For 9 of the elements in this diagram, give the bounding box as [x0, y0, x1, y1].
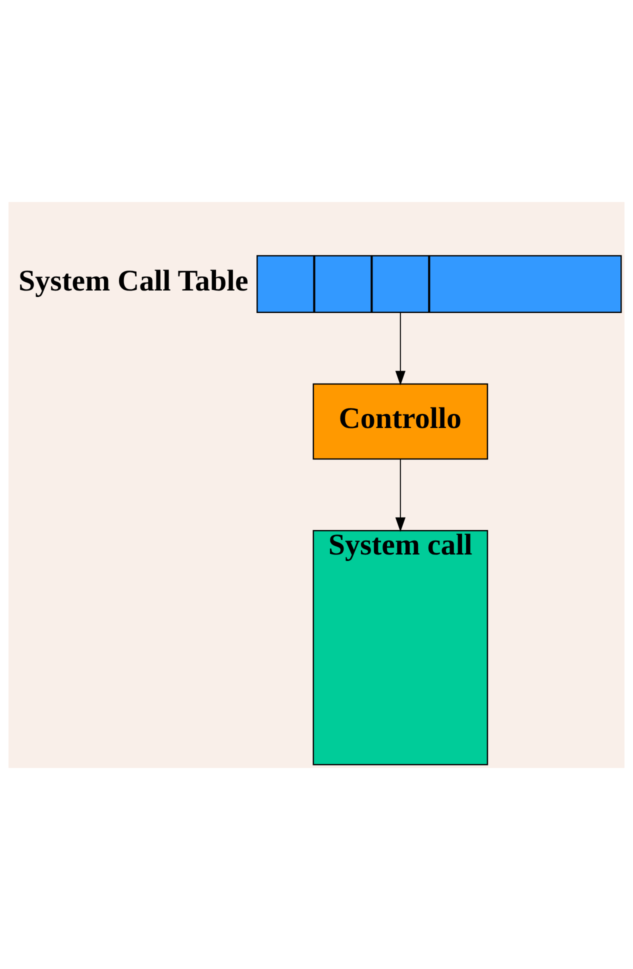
- node-box: [256, 254, 314, 312]
- node-box: Controllo: [312, 382, 488, 460]
- node-box: [314, 254, 372, 312]
- node-box: System call: [312, 529, 488, 765]
- arrow: [395, 458, 406, 532]
- label: System Call Table: [18, 264, 248, 298]
- node-box: [371, 254, 430, 312]
- arrow: [395, 312, 406, 385]
- node-box: [428, 254, 622, 312]
